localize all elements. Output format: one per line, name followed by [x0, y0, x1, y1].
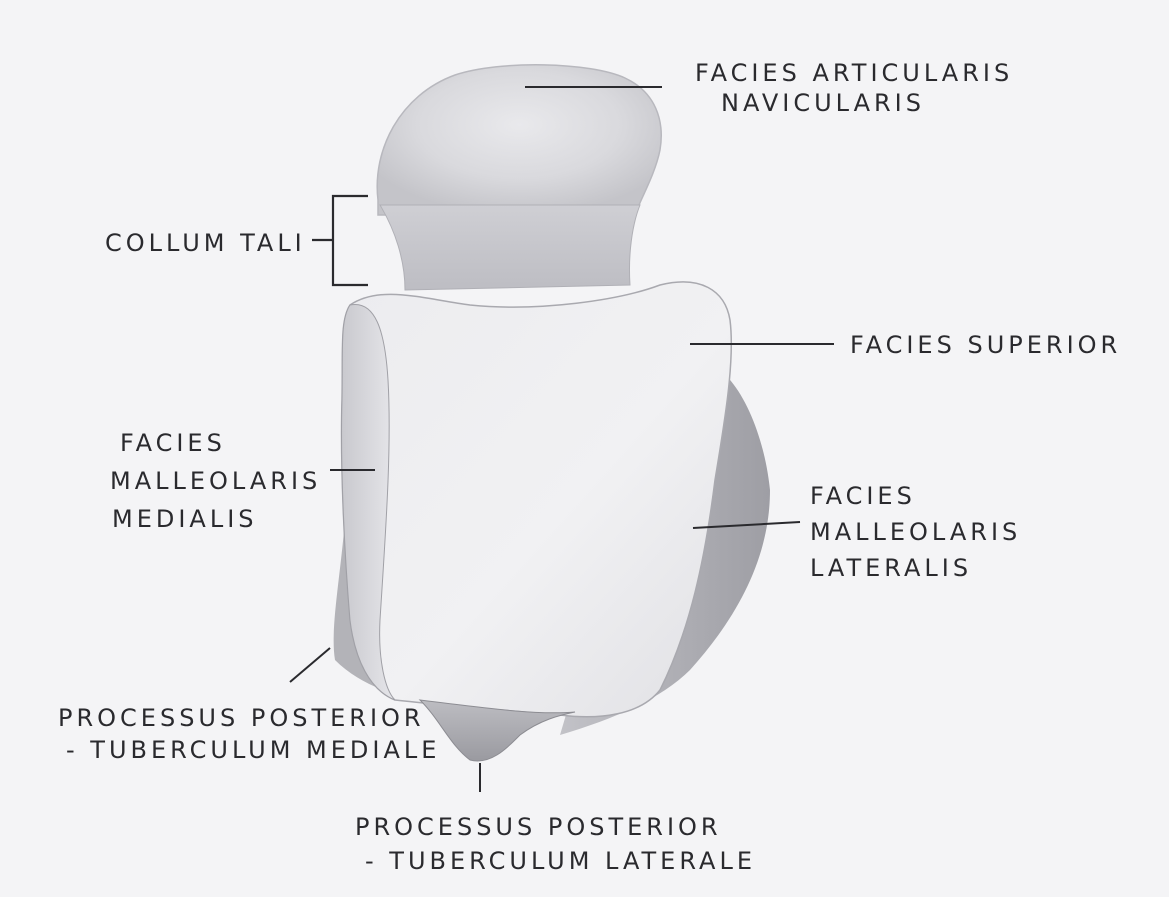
label-collum-tali: COLLUM TALI — [105, 228, 306, 258]
label-line: COLLUM TALI — [105, 228, 306, 258]
talus-body — [342, 282, 732, 717]
talus-neck — [380, 205, 640, 290]
label-line: NAVICULARIS — [695, 88, 1013, 118]
leader-collum-bracket — [312, 196, 368, 285]
label-tuberculum-mediale: PROCESSUS POSTERIOR - TUBERCULUM MEDIALE — [58, 702, 440, 766]
label-line: MALLEOLARIS — [810, 514, 1021, 550]
label-line: MALLEOLARIS — [110, 462, 321, 500]
label-facies-superior: FACIES SUPERIOR — [850, 330, 1121, 360]
label-line: MEDIALIS — [112, 500, 321, 538]
label-line: PROCESSUS POSTERIOR — [355, 810, 756, 844]
label-facies-malleolaris-medialis: FACIES MALLEOLARIS MEDIALIS — [120, 424, 321, 538]
label-line: FACIES ARTICULARIS — [695, 58, 1013, 88]
label-line: FACIES SUPERIOR — [850, 330, 1121, 360]
label-line: PROCESSUS POSTERIOR — [58, 702, 440, 734]
label-tuberculum-laterale: PROCESSUS POSTERIOR - TUBERCULUM LATERAL… — [355, 810, 756, 878]
label-line: - TUBERCULUM MEDIALE — [58, 734, 440, 766]
label-line: - TUBERCULUM LATERALE — [355, 844, 756, 878]
label-line: FACIES — [120, 424, 321, 462]
label-facies-articularis-navicularis: FACIES ARTICULARIS NAVICULARIS — [695, 58, 1013, 118]
label-line: LATERALIS — [810, 550, 1021, 586]
label-facies-malleolaris-lateralis: FACIES MALLEOLARIS LATERALIS — [810, 478, 1021, 586]
leader-tuberculum-mediale — [290, 648, 330, 682]
label-line: FACIES — [810, 478, 1021, 514]
